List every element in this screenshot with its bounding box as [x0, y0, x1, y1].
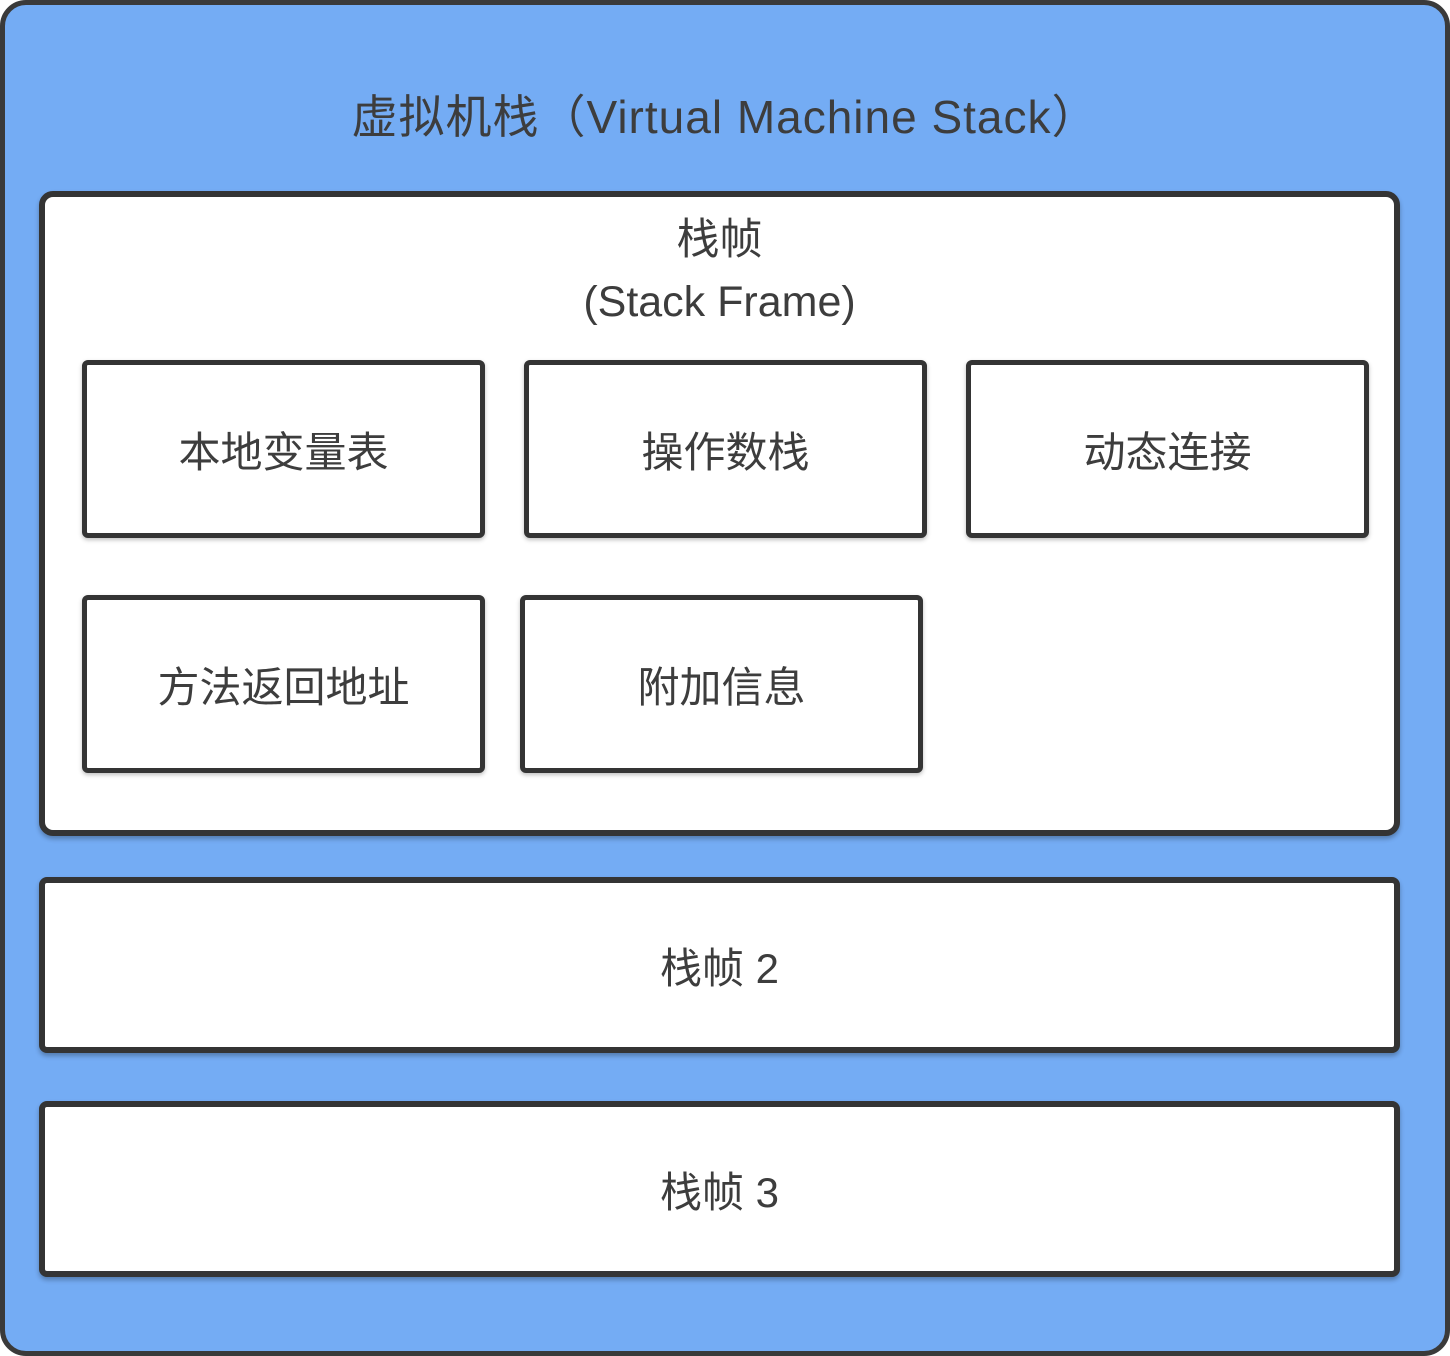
stack-frame-2-box: 栈帧 2 [39, 877, 1400, 1053]
component-dynamic-linking: 动态连接 [966, 360, 1369, 538]
component-operand-stack: 操作数栈 [524, 360, 927, 538]
stack-frame-1-title-cn: 栈帧 [676, 216, 763, 264]
frame-components-row-2: 方法返回地址 附加信息 [82, 595, 923, 773]
stack-frame-3-box: 栈帧 3 [39, 1101, 1400, 1277]
component-method-return-address: 方法返回地址 [82, 595, 485, 773]
component-local-variable-table: 本地变量表 [82, 360, 485, 538]
panel-title: 虚拟机栈（Virtual Machine Stack） [351, 91, 1099, 143]
component-additional-info: 附加信息 [520, 595, 923, 773]
stack-frame-1-header: 栈帧 (Stack Frame) [45, 209, 1394, 333]
stack-frame-1-title-en: (Stack Frame) [583, 278, 856, 326]
frame-components-row-1: 本地变量表 操作数栈 动态连接 [82, 360, 1369, 538]
stack-frame-1-box: 栈帧 (Stack Frame) 本地变量表 操作数栈 动态连接 方法返回地址 … [39, 191, 1400, 836]
